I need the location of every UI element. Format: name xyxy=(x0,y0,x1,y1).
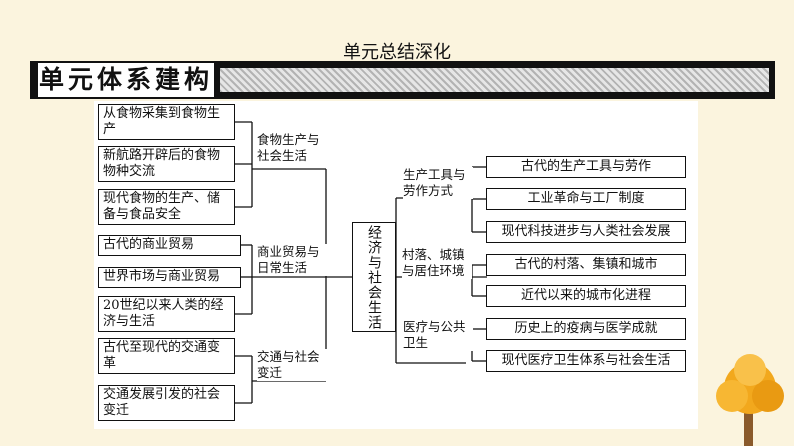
leaf-box: 从食物采集到食物生产 xyxy=(98,104,235,140)
branch-label: 生产工具与劳作方式 xyxy=(403,167,473,199)
banner-pattern xyxy=(220,68,769,92)
leaf-box: 20世纪以来人类的经济与生活 xyxy=(98,296,235,332)
leaf-box: 工业革命与工厂制度 xyxy=(486,188,686,210)
leaf-box: 古代的生产工具与劳作 xyxy=(486,156,686,178)
banner-title: 单元体系建构 xyxy=(38,63,214,97)
branch-label: 商业贸易与日常生活 xyxy=(257,244,329,276)
branch-label: 交通与社会变迁 xyxy=(257,349,329,381)
section-banner: 单元体系建构 xyxy=(30,61,775,99)
branch-label: 村落、城镇与居住环境 xyxy=(402,247,472,279)
center-topic-box: 经济与社会生活 xyxy=(352,222,396,332)
leaf-box: 世界市场与商业贸易 xyxy=(98,267,241,288)
autumn-tree-illustration xyxy=(716,354,784,446)
branch-label: 医疗与公共卫生 xyxy=(403,319,473,351)
leaf-box: 古代的商业贸易 xyxy=(98,235,241,256)
branch-label: 食物生产与社会生活 xyxy=(257,132,329,164)
leaf-box: 历史上的疫病与医学成就 xyxy=(486,318,686,340)
leaf-box: 现代科技进步与人类社会发展 xyxy=(486,221,686,243)
leaf-box: 新航路开辟后的食物物种交流 xyxy=(98,146,235,182)
leaf-box: 古代至现代的交通变革 xyxy=(98,338,235,374)
leaf-box: 现代食物的生产、储备与食品安全 xyxy=(98,189,235,225)
concept-map-panel: 从食物采集到食物生产 新航路开辟后的食物物种交流 现代食物的生产、储备与食品安全… xyxy=(94,101,698,429)
leaf-box: 近代以来的城市化进程 xyxy=(486,285,686,307)
leaf-box: 现代医疗卫生体系与社会生活 xyxy=(486,350,686,372)
page-title: 单元总结深化 xyxy=(343,42,451,63)
leaf-box: 古代的村落、集镇和城市 xyxy=(486,254,686,276)
leaf-box: 交通发展引发的社会变迁 xyxy=(98,385,235,421)
